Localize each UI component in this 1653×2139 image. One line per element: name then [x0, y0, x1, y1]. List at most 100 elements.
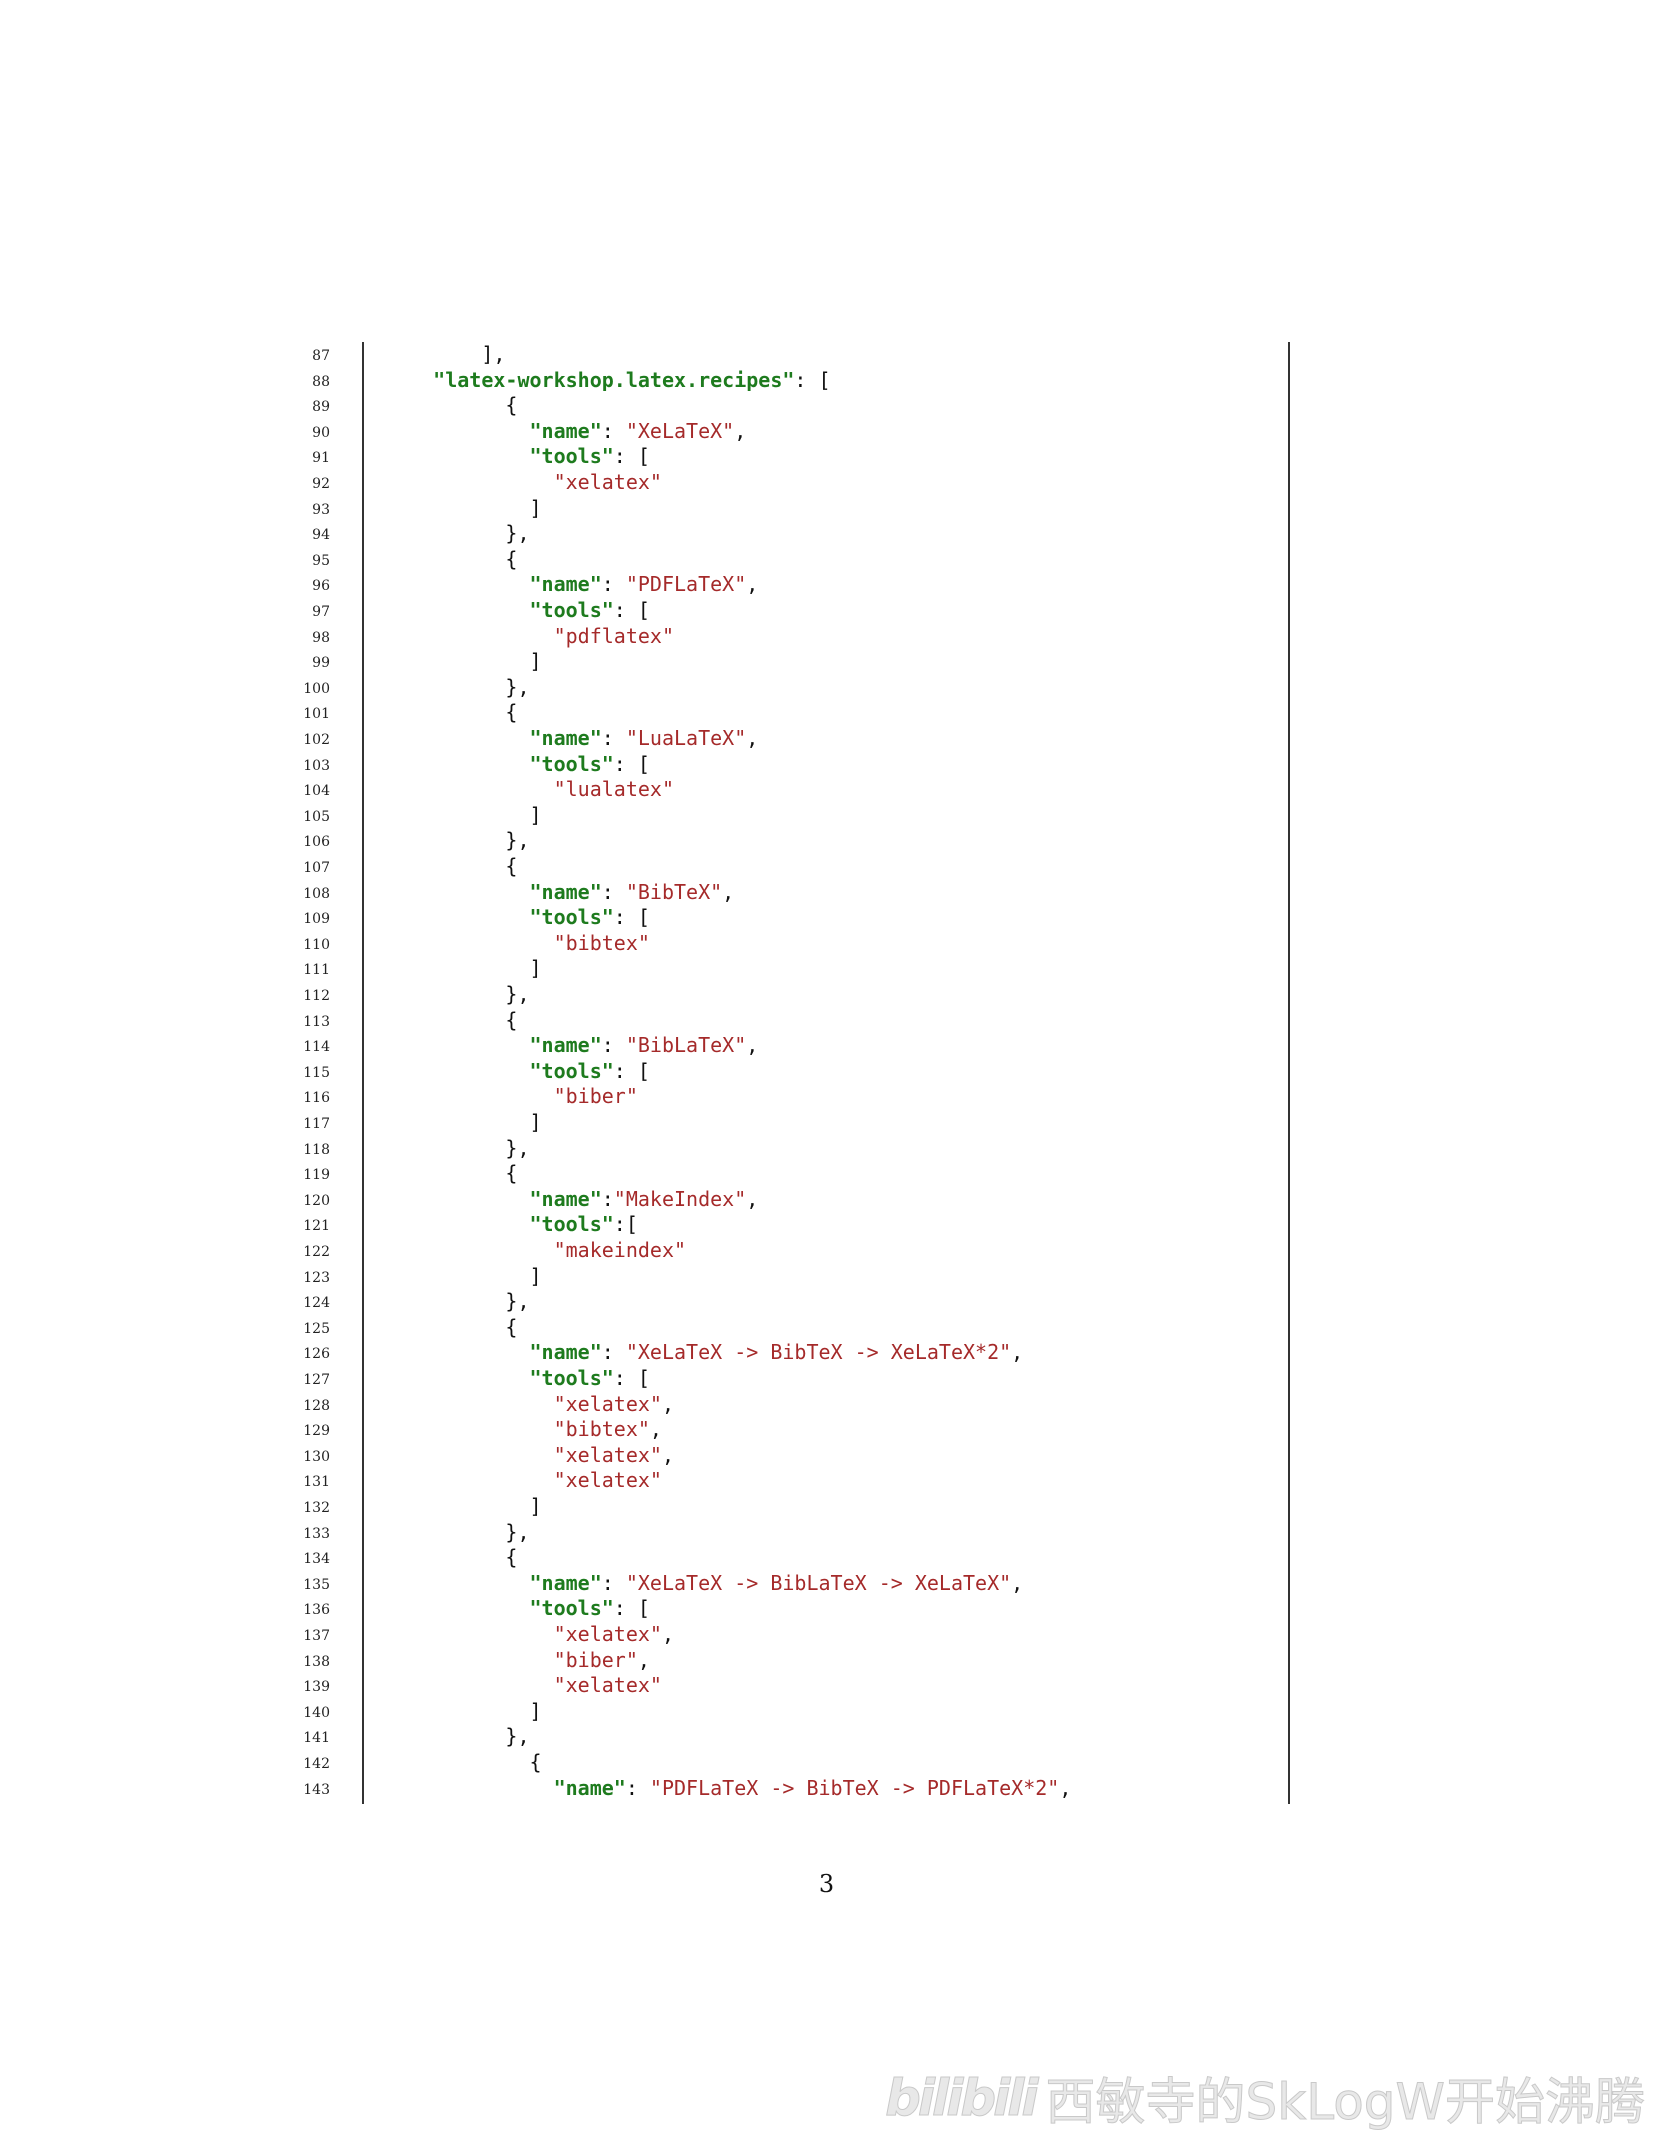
- code-text: "name": "BibLaTeX",: [385, 1033, 759, 1059]
- line-number: 106: [303, 834, 330, 851]
- json-string: "biber": [553, 1084, 638, 1109]
- listing-right-rule: [1288, 342, 1290, 1804]
- code-line: 141 },: [290, 1724, 1290, 1750]
- line-number: 100: [303, 680, 330, 697]
- code-text: },: [385, 828, 529, 854]
- code-text: "biber",: [385, 1648, 650, 1674]
- code-line: 120 "name":"MakeIndex",: [290, 1187, 1290, 1213]
- json-string: "xelatex": [553, 1468, 662, 1493]
- json-punctuation: {: [385, 1007, 518, 1032]
- code-line: 132 ]: [290, 1494, 1290, 1520]
- json-string: "xelatex": [553, 1622, 662, 1646]
- code-line: 137 "xelatex",: [290, 1622, 1290, 1648]
- code-text: "tools": [: [385, 444, 650, 470]
- code-line: 140 ]: [290, 1699, 1290, 1725]
- code-line: 107 {: [290, 854, 1290, 880]
- json-punctuation: [385, 1059, 530, 1083]
- code-text: "xelatex",: [385, 1622, 674, 1648]
- json-punctuation: ]: [385, 495, 542, 520]
- json-string: "BibTeX": [625, 879, 723, 904]
- code-line: 98 "pdflatex": [290, 624, 1290, 650]
- code-text: {: [385, 547, 517, 573]
- line-number: 87: [312, 348, 330, 364]
- code-text: "tools": [: [385, 752, 650, 778]
- json-punctuation: ,: [661, 1622, 674, 1646]
- code-text: "name": "XeLaTeX -> BibTeX -> XeLaTeX*2"…: [385, 1340, 1024, 1366]
- code-text: },: [385, 521, 529, 547]
- code-line: 103 "tools": [: [290, 752, 1290, 778]
- code-line: 89 {: [290, 393, 1290, 419]
- code-line: 92 "xelatex": [290, 470, 1290, 496]
- json-punctuation: ,: [1059, 1775, 1072, 1800]
- json-punctuation: [385, 1648, 554, 1672]
- json-key: "tools": [529, 444, 614, 469]
- code-line: 119 {: [290, 1161, 1290, 1187]
- line-number: 129: [303, 1423, 330, 1440]
- line-number: 136: [303, 1602, 330, 1619]
- code-text: "name": "PDFLaTeX",: [385, 572, 759, 598]
- line-number: 101: [303, 706, 330, 723]
- json-punctuation: ],: [385, 342, 506, 366]
- json-punctuation: ,: [649, 1417, 662, 1442]
- json-punctuation: [385, 1187, 530, 1211]
- json-punctuation: :: [601, 1340, 626, 1365]
- line-number: 143: [303, 1781, 330, 1798]
- json-key: "tools": [529, 1366, 614, 1390]
- line-number: 102: [303, 732, 330, 748]
- json-punctuation: [385, 880, 530, 904]
- json-string: "MakeIndex": [613, 1186, 747, 1211]
- code-line: 138 "biber",: [290, 1648, 1290, 1674]
- code-line: 136 "tools": [: [290, 1596, 1290, 1622]
- json-punctuation: ,: [1011, 1570, 1024, 1595]
- code-text: {: [385, 1315, 517, 1341]
- line-number: 92: [312, 476, 330, 492]
- json-punctuation: },: [385, 1289, 530, 1314]
- code-text: ]: [385, 1264, 541, 1290]
- json-key: "tools": [529, 1058, 614, 1083]
- code-text: ]: [385, 803, 541, 829]
- json-punctuation: ]: [385, 1698, 542, 1723]
- code-line: 87 ],: [290, 342, 1290, 368]
- watermark: bilibili 西敏寺的SkLogW开始沸腾: [885, 2063, 1646, 2133]
- json-punctuation: {: [385, 854, 518, 878]
- json-string: "biber": [553, 1647, 638, 1672]
- json-key: "latex-workshop.latex.recipes": [433, 367, 795, 392]
- line-number: 116: [303, 1090, 330, 1107]
- code-text: {: [385, 1750, 541, 1776]
- json-punctuation: : [: [613, 751, 650, 776]
- json-string: "XeLaTeX": [625, 418, 735, 443]
- json-key: "name": [529, 1033, 602, 1058]
- line-number: 133: [303, 1525, 330, 1542]
- line-number: 94: [312, 527, 330, 544]
- json-string: "XeLaTeX -> BibLaTeX -> XeLaTeX": [625, 1570, 1012, 1595]
- json-punctuation: {: [385, 393, 518, 418]
- json-string: "xelatex": [553, 1391, 662, 1416]
- code-text: ]: [385, 956, 541, 982]
- code-line: 133 },: [290, 1520, 1290, 1546]
- code-line: 121 "tools":[: [290, 1212, 1290, 1238]
- code-text: "name": "XeLaTeX -> BibLaTeX -> XeLaTeX"…: [385, 1570, 1024, 1597]
- code-text: "tools": [: [385, 1596, 650, 1622]
- code-line: 101 {: [290, 700, 1290, 726]
- code-text: "bibtex",: [385, 1417, 662, 1443]
- json-punctuation: [385, 1622, 554, 1646]
- code-listing: 87 ],88 "latex-workshop.latex.recipes": …: [290, 342, 1290, 1804]
- code-line: 126 "name": "XeLaTeX -> BibTeX -> XeLaTe…: [290, 1340, 1290, 1366]
- code-line: 104 "lualatex": [290, 777, 1290, 803]
- json-punctuation: :: [601, 1033, 626, 1058]
- json-punctuation: [385, 1673, 554, 1697]
- code-line: 100 },: [290, 675, 1290, 701]
- code-text: {: [385, 393, 517, 419]
- code-line: 118 },: [290, 1136, 1290, 1162]
- code-line: 108 "name": "BibTeX",: [290, 880, 1290, 906]
- line-number: 91: [312, 450, 330, 467]
- json-punctuation: : [: [613, 1058, 650, 1083]
- json-punctuation: [385, 1340, 530, 1364]
- json-punctuation: ]: [385, 1110, 542, 1134]
- line-number: 110: [303, 936, 330, 953]
- code-text: "biber": [385, 1084, 638, 1110]
- json-punctuation: [385, 572, 530, 596]
- line-number: 120: [303, 1192, 330, 1209]
- line-number: 117: [303, 1116, 330, 1132]
- json-key: "tools": [529, 905, 614, 930]
